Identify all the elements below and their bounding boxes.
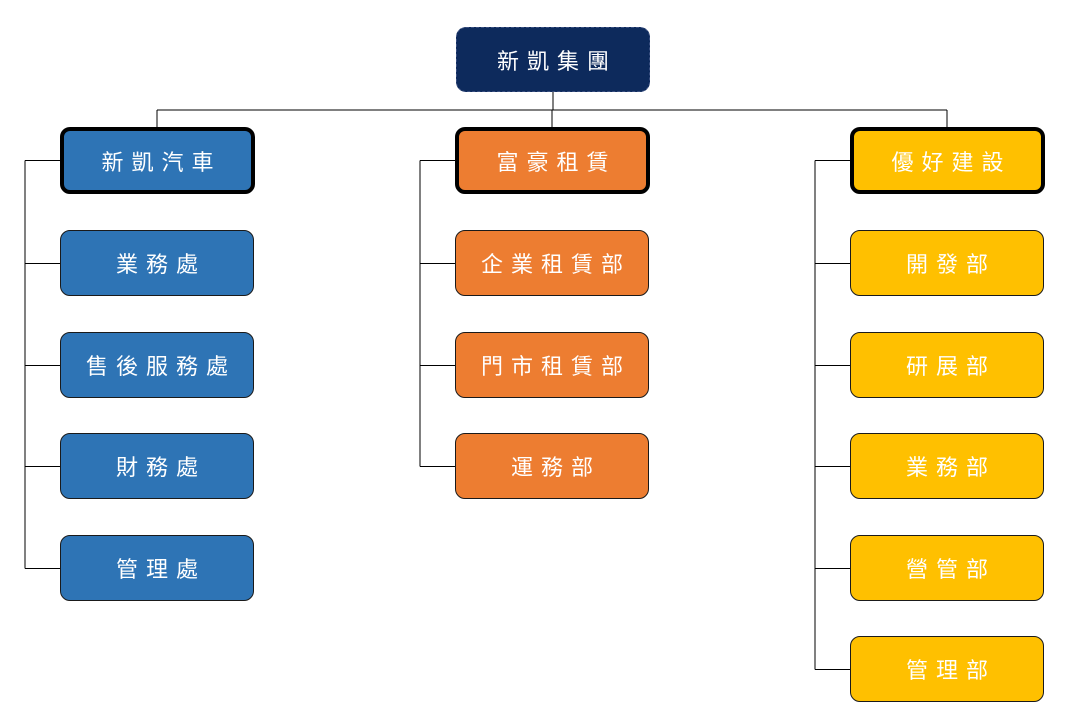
department-node-label: 開發部 <box>905 253 996 278</box>
department-node-label: 營管部 <box>905 557 996 583</box>
company-node-label: 新凱汽車 <box>101 150 222 176</box>
department-node[interactable]: 管理部 <box>850 636 1044 703</box>
department-node-label: 管理部 <box>905 659 996 685</box>
department-node[interactable]: 營管部 <box>850 534 1044 601</box>
department-node[interactable]: 管理處 <box>60 534 254 601</box>
department-node[interactable]: 售後服務處 <box>60 331 254 398</box>
department-node[interactable]: 財務處 <box>60 433 254 500</box>
company-node[interactable]: 優好建設 <box>850 127 1045 194</box>
department-node-label: 運務部 <box>510 456 601 482</box>
root-node-label: 新凱集團 <box>496 49 617 75</box>
company-node-label: 富豪租賃 <box>496 150 617 176</box>
department-node[interactable]: 門市租賃部 <box>455 331 649 398</box>
company-node[interactable]: 新凱汽車 <box>60 127 255 194</box>
department-node[interactable]: 業務部 <box>850 433 1044 500</box>
department-node-label: 財務處 <box>115 456 206 482</box>
company-node[interactable]: 富豪租賃 <box>455 127 650 194</box>
department-node-label: 業務處 <box>115 253 206 278</box>
department-node-label: 研展部 <box>905 354 996 380</box>
department-node-label: 企業租賃部 <box>480 253 631 278</box>
department-node[interactable]: 業務處 <box>60 230 254 296</box>
department-node[interactable]: 運務部 <box>455 433 649 500</box>
department-node[interactable]: 研展部 <box>850 331 1044 398</box>
department-node[interactable]: 企業租賃部 <box>455 230 649 296</box>
company-node-label: 優好建設 <box>891 150 1012 176</box>
root-node[interactable]: 新凱集團 <box>456 27 650 92</box>
department-node[interactable]: 開發部 <box>850 230 1044 296</box>
department-node-label: 售後服務處 <box>85 354 236 380</box>
department-node-label: 業務部 <box>905 456 996 482</box>
department-node-label: 管理處 <box>115 557 206 583</box>
department-node-label: 門市租賃部 <box>480 354 631 380</box>
